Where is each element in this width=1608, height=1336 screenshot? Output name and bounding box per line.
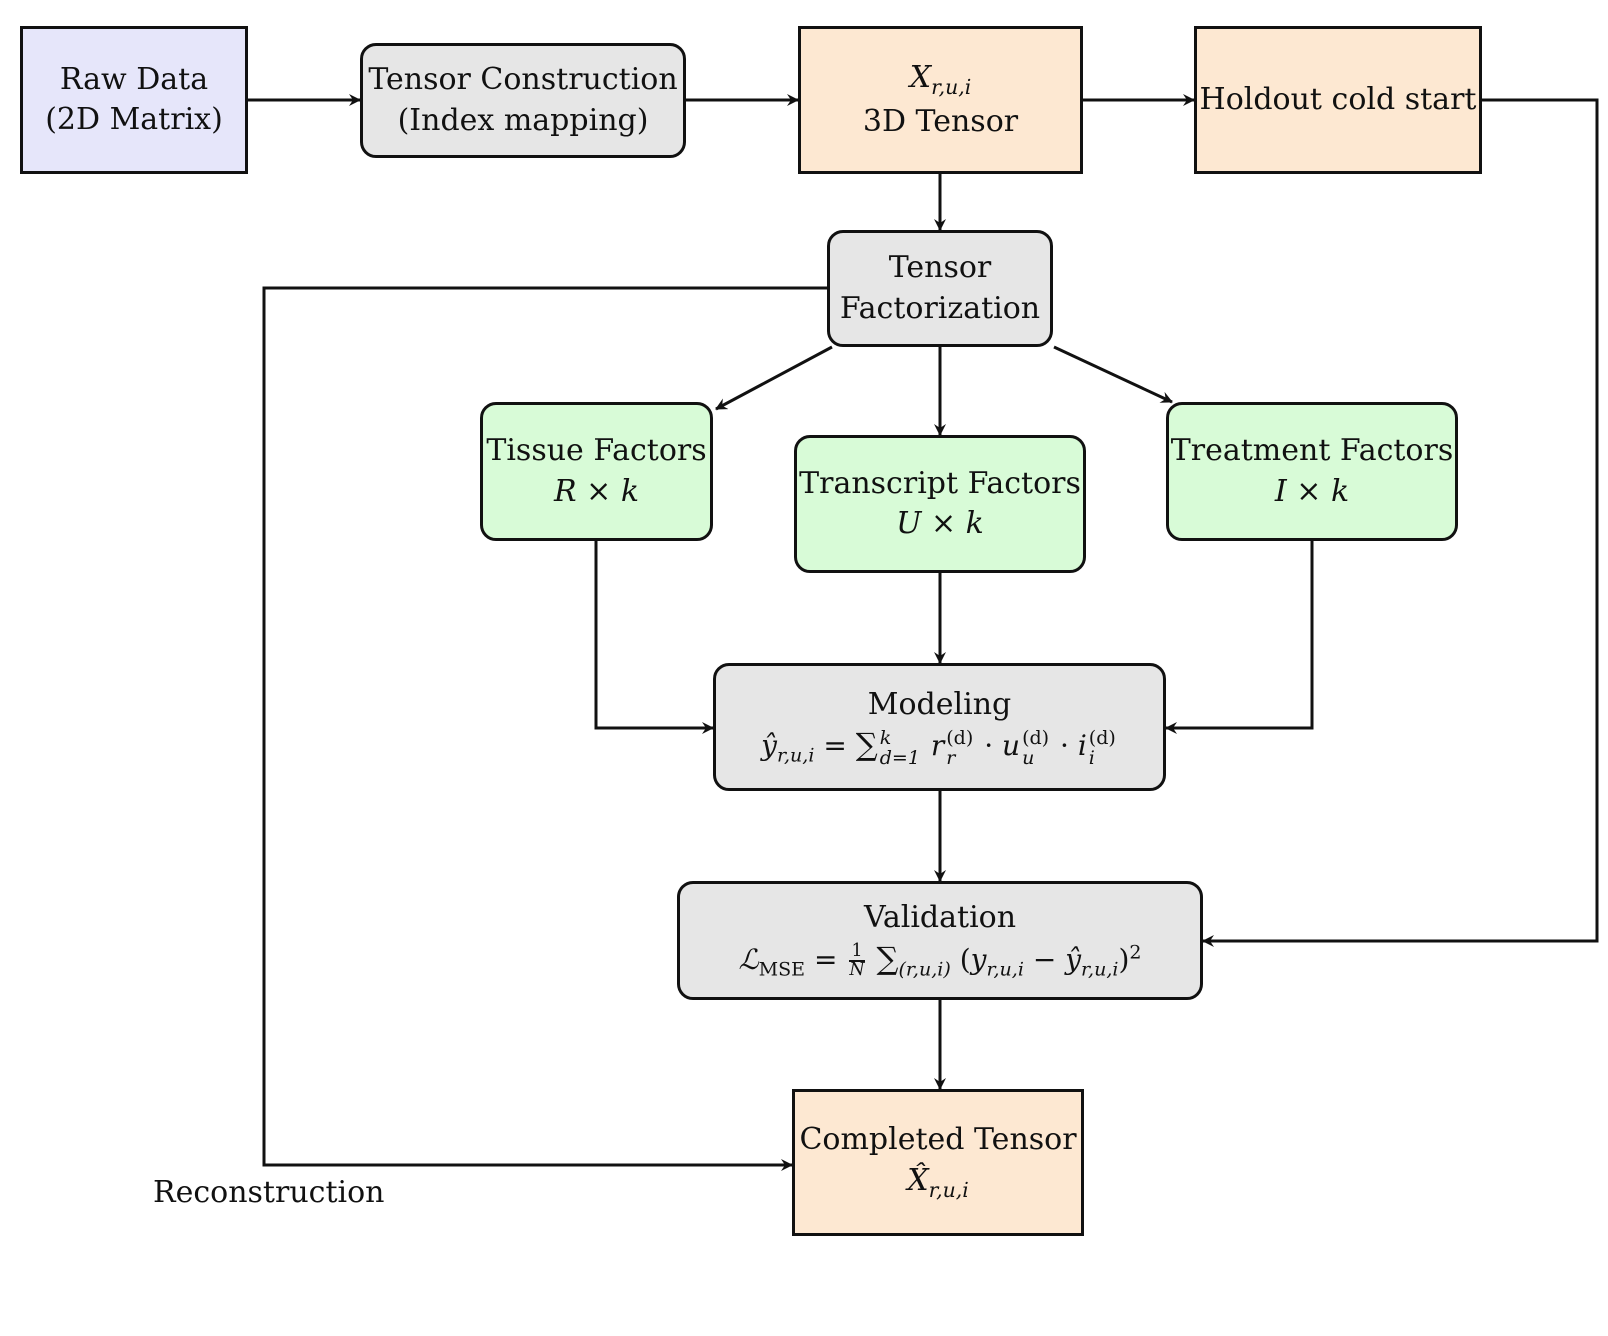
raw-data-line1: Raw Data	[59, 61, 209, 97]
arrow-tissue-to-modeling	[594, 541, 714, 734]
validation-y-sub: r,u,i	[986, 958, 1024, 981]
completed-subscript: r,u,i	[928, 1177, 969, 1202]
modeling-r-sub: r	[946, 746, 956, 769]
modeling-sum: ∑	[855, 727, 878, 764]
tissue-dim-b: k	[620, 473, 639, 509]
transcript-dim-a: U	[896, 506, 922, 541]
validation-power: 2	[1129, 941, 1142, 964]
holdout-node: Holdout cold start	[1194, 26, 1482, 174]
treatment-times: ×	[1296, 473, 1322, 509]
completed-line1: Completed Tensor	[799, 1122, 1077, 1158]
modeling-sum-sub: d=1	[879, 746, 920, 769]
raw-data-node: Raw Data (2D Matrix)	[20, 26, 248, 174]
modeling-i-sub: i	[1088, 746, 1095, 769]
modeling-u-sup: (d)	[1022, 726, 1050, 749]
arrow-treatment-to-modeling	[1165, 541, 1314, 734]
treatment-title: Treatment Factors	[1170, 433, 1454, 468]
completed-symbol: X̂	[907, 1162, 929, 1198]
validation-loss: ℒ	[738, 942, 759, 976]
arrow-factorization-to-tissue	[715, 345, 833, 411]
factorization-node: Tensor Factorization	[827, 230, 1053, 347]
validation-yhat: ŷ	[1065, 942, 1082, 976]
factorization-line1: Tensor	[888, 250, 992, 285]
tensor-construction-node: Tensor Construction (Index mapping)	[360, 43, 686, 158]
modeling-lhs-sub: r,u,i	[776, 744, 815, 767]
treatment-factors-node: Treatment Factors I × k	[1166, 402, 1458, 541]
tissue-factors-node: Tissue Factors R × k	[480, 402, 713, 541]
raw-data-line2: (2D Matrix)	[45, 102, 223, 137]
tensor-3d-node: Xr,u,i 3D Tensor	[798, 26, 1083, 174]
arrow-holdout-to-validation	[1202, 98, 1599, 947]
validation-frac-den: N	[849, 960, 865, 981]
factorization-line2: Factorization	[839, 290, 1041, 326]
tissue-dim-a: R	[553, 473, 577, 509]
arrow-factorization-to-treatment	[1053, 345, 1173, 404]
tensor-construction-line2: (Index mapping)	[397, 102, 649, 138]
holdout-label: Holdout cold start	[1199, 81, 1477, 117]
completed-symbol-group: X̂r,u,i	[907, 1161, 968, 1205]
transcript-dimensions: U × k	[896, 504, 984, 545]
transcript-times: ×	[930, 506, 957, 541]
validation-eq: =	[813, 942, 838, 976]
modeling-r: r	[930, 729, 945, 763]
modeling-dot-2: ·	[1060, 729, 1069, 763]
validation-minus: −	[1032, 942, 1057, 976]
treatment-dim-a: I	[1274, 473, 1287, 509]
modeling-lhs: ŷ	[761, 729, 777, 763]
validation-close: )	[1118, 942, 1130, 976]
tissue-dimensions: R × k	[554, 472, 639, 513]
tensor-symbol: X	[909, 59, 932, 95]
modeling-u: u	[1002, 729, 1021, 763]
modeling-sum-sup: k	[879, 726, 892, 749]
modeling-i: i	[1077, 729, 1087, 763]
tissue-times: ×	[586, 473, 612, 509]
validation-loss-sub: MSE	[758, 958, 806, 981]
modeling-eq: =	[823, 729, 847, 763]
validation-open: (	[959, 942, 971, 976]
validation-y: y	[970, 942, 987, 976]
validation-title: Validation	[863, 900, 1017, 936]
tensor-3d-symbol: Xr,u,i	[910, 58, 971, 102]
tensor-3d-label: 3D Tensor	[862, 103, 1019, 139]
treatment-dimensions: I × k	[1275, 472, 1349, 513]
modeling-title: Modeling	[867, 686, 1012, 722]
completed-tensor-node: Completed Tensor X̂r,u,i	[792, 1089, 1084, 1236]
tensor-construction-line1: Tensor Construction	[368, 62, 678, 97]
validation-frac-num: 1	[849, 942, 865, 963]
modeling-r-sup: (d)	[946, 726, 974, 749]
transcript-factors-node: Transcript Factors U × k	[794, 435, 1086, 573]
treatment-dim-b: k	[1330, 473, 1350, 509]
tissue-title: Tissue Factors	[486, 433, 707, 468]
validation-sum: ∑	[876, 940, 899, 977]
tensor-subscript: r,u,i	[931, 74, 972, 99]
validation-yhat-sub: r,u,i	[1081, 958, 1119, 981]
validation-sum-sub: (r,u,i)	[898, 958, 951, 981]
modeling-i-sup: (d)	[1088, 726, 1116, 749]
modeling-dot-1: ·	[984, 729, 994, 763]
reconstruction-label: Reconstruction	[153, 1175, 385, 1210]
arrow-reconstruction	[262, 286, 827, 1171]
transcript-title: Transcript Factors	[799, 465, 1081, 501]
transcript-dim-b: k	[965, 506, 984, 541]
modeling-u-sub: u	[1022, 746, 1035, 769]
